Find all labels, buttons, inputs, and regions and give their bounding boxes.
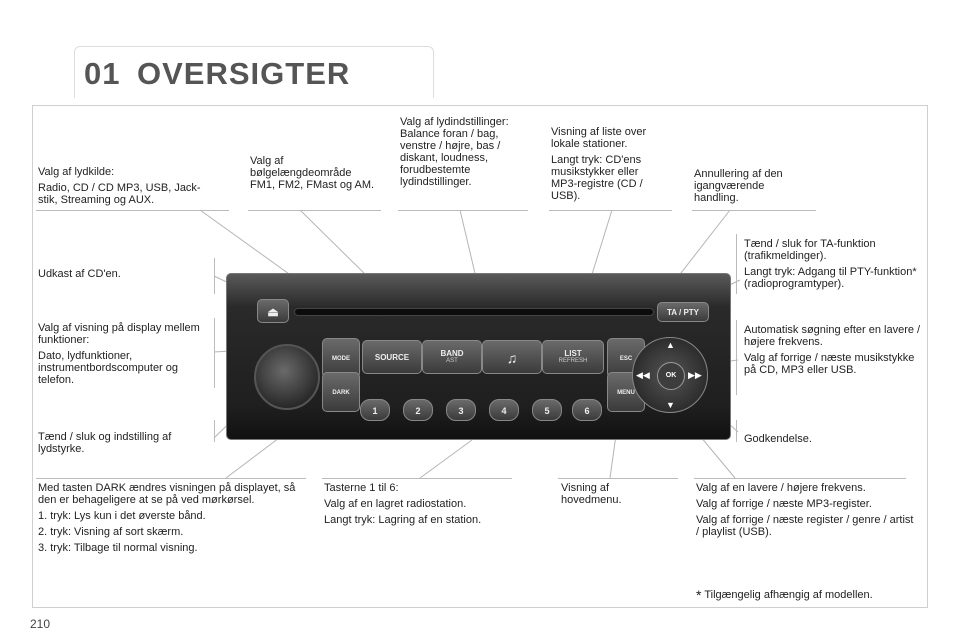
callout-mode: Valg af visning på display mellem funkti… (38, 322, 200, 386)
mode-button[interactable]: MODE (322, 338, 360, 378)
callout-ta: Tænd / sluk for TA-funktion (trafikmeldi… (744, 238, 917, 290)
fast-forward-icon[interactable]: ▶▶ (688, 370, 702, 380)
dark-button[interactable]: DARK (322, 372, 360, 412)
ok-button[interactable]: OK (657, 362, 685, 390)
list-button[interactable]: LIST REFRESH (542, 340, 604, 374)
callout-dark: Med tasten DARK ændres visningen på disp… (38, 482, 296, 554)
page-number: 210 (30, 617, 51, 631)
callout-menu: Visning af hovedmenu. (561, 482, 622, 506)
callout-presets: Tasterne 1 til 6:Valg af en lagret radio… (324, 482, 482, 526)
footnote: * Tilgængelig afhængig af modellen. (696, 587, 921, 603)
callout-band: Valg af bølgelængdeområde FM1, FM2, FMas… (250, 155, 375, 191)
audio-settings-button[interactable]: ♫ (482, 340, 542, 374)
preset-button-1[interactable]: 1 (360, 399, 390, 421)
preset-button-4[interactable]: 4 (489, 399, 519, 421)
navigation-ring[interactable]: ▲ ▼ ◀◀ ▶▶ OK (632, 337, 708, 413)
callout-volume: Tænd / sluk og indstilling af lydstyrke. (38, 431, 172, 455)
volume-knob[interactable] (254, 344, 320, 410)
preset-button-2[interactable]: 2 (403, 399, 433, 421)
chapter-title: OVERSIGTER (137, 56, 351, 91)
eject-button[interactable]: ⏏ (257, 299, 289, 323)
band-sub-label: AST (446, 358, 458, 364)
callout-audio: Valg af lydindstillinger: Balance foran … (400, 116, 509, 188)
band-button[interactable]: BAND AST (422, 340, 482, 374)
callout-auto-search: Automatisk søgning efter en lavere / høj… (744, 324, 921, 376)
callout-eject: Udkast af CD'en. (38, 268, 121, 280)
radio-unit: ⏏ TA / PTY MODE DARK SOURCE BAND AST ♫ L… (226, 273, 731, 440)
footnote-text: Tilgængelig afhængig af modellen. (704, 589, 873, 601)
up-arrow-icon[interactable]: ▲ (666, 340, 675, 350)
leader-presets (419, 439, 473, 479)
content-frame (32, 105, 928, 608)
callout-ok: Godkendelse. (744, 433, 812, 445)
chapter-number: 01 (84, 56, 121, 91)
footnote-star: * (696, 587, 702, 603)
ta-pty-button[interactable]: TA / PTY (657, 302, 709, 322)
list-label: LIST (564, 349, 582, 358)
rewind-icon[interactable]: ◀◀ (636, 370, 650, 380)
down-arrow-icon[interactable]: ▼ (666, 400, 675, 410)
preset-button-3[interactable]: 3 (446, 399, 476, 421)
callout-esc: Annullering af den igangværende handling… (694, 168, 783, 204)
source-button[interactable]: SOURCE (362, 340, 422, 374)
cd-slot (294, 308, 654, 316)
callout-updown: Valg af en lavere / højere frekvens.Valg… (696, 482, 914, 538)
title-tab (74, 46, 434, 98)
callout-source: Valg af lydkilde:Radio, CD / CD MP3, USB… (38, 166, 201, 206)
list-sub-label: REFRESH (558, 358, 588, 364)
preset-button-6[interactable]: 6 (572, 399, 602, 421)
callout-list: Visning af liste over lokale stationer.L… (551, 126, 647, 202)
preset-button-5[interactable]: 5 (532, 399, 562, 421)
band-label: BAND (440, 349, 464, 358)
